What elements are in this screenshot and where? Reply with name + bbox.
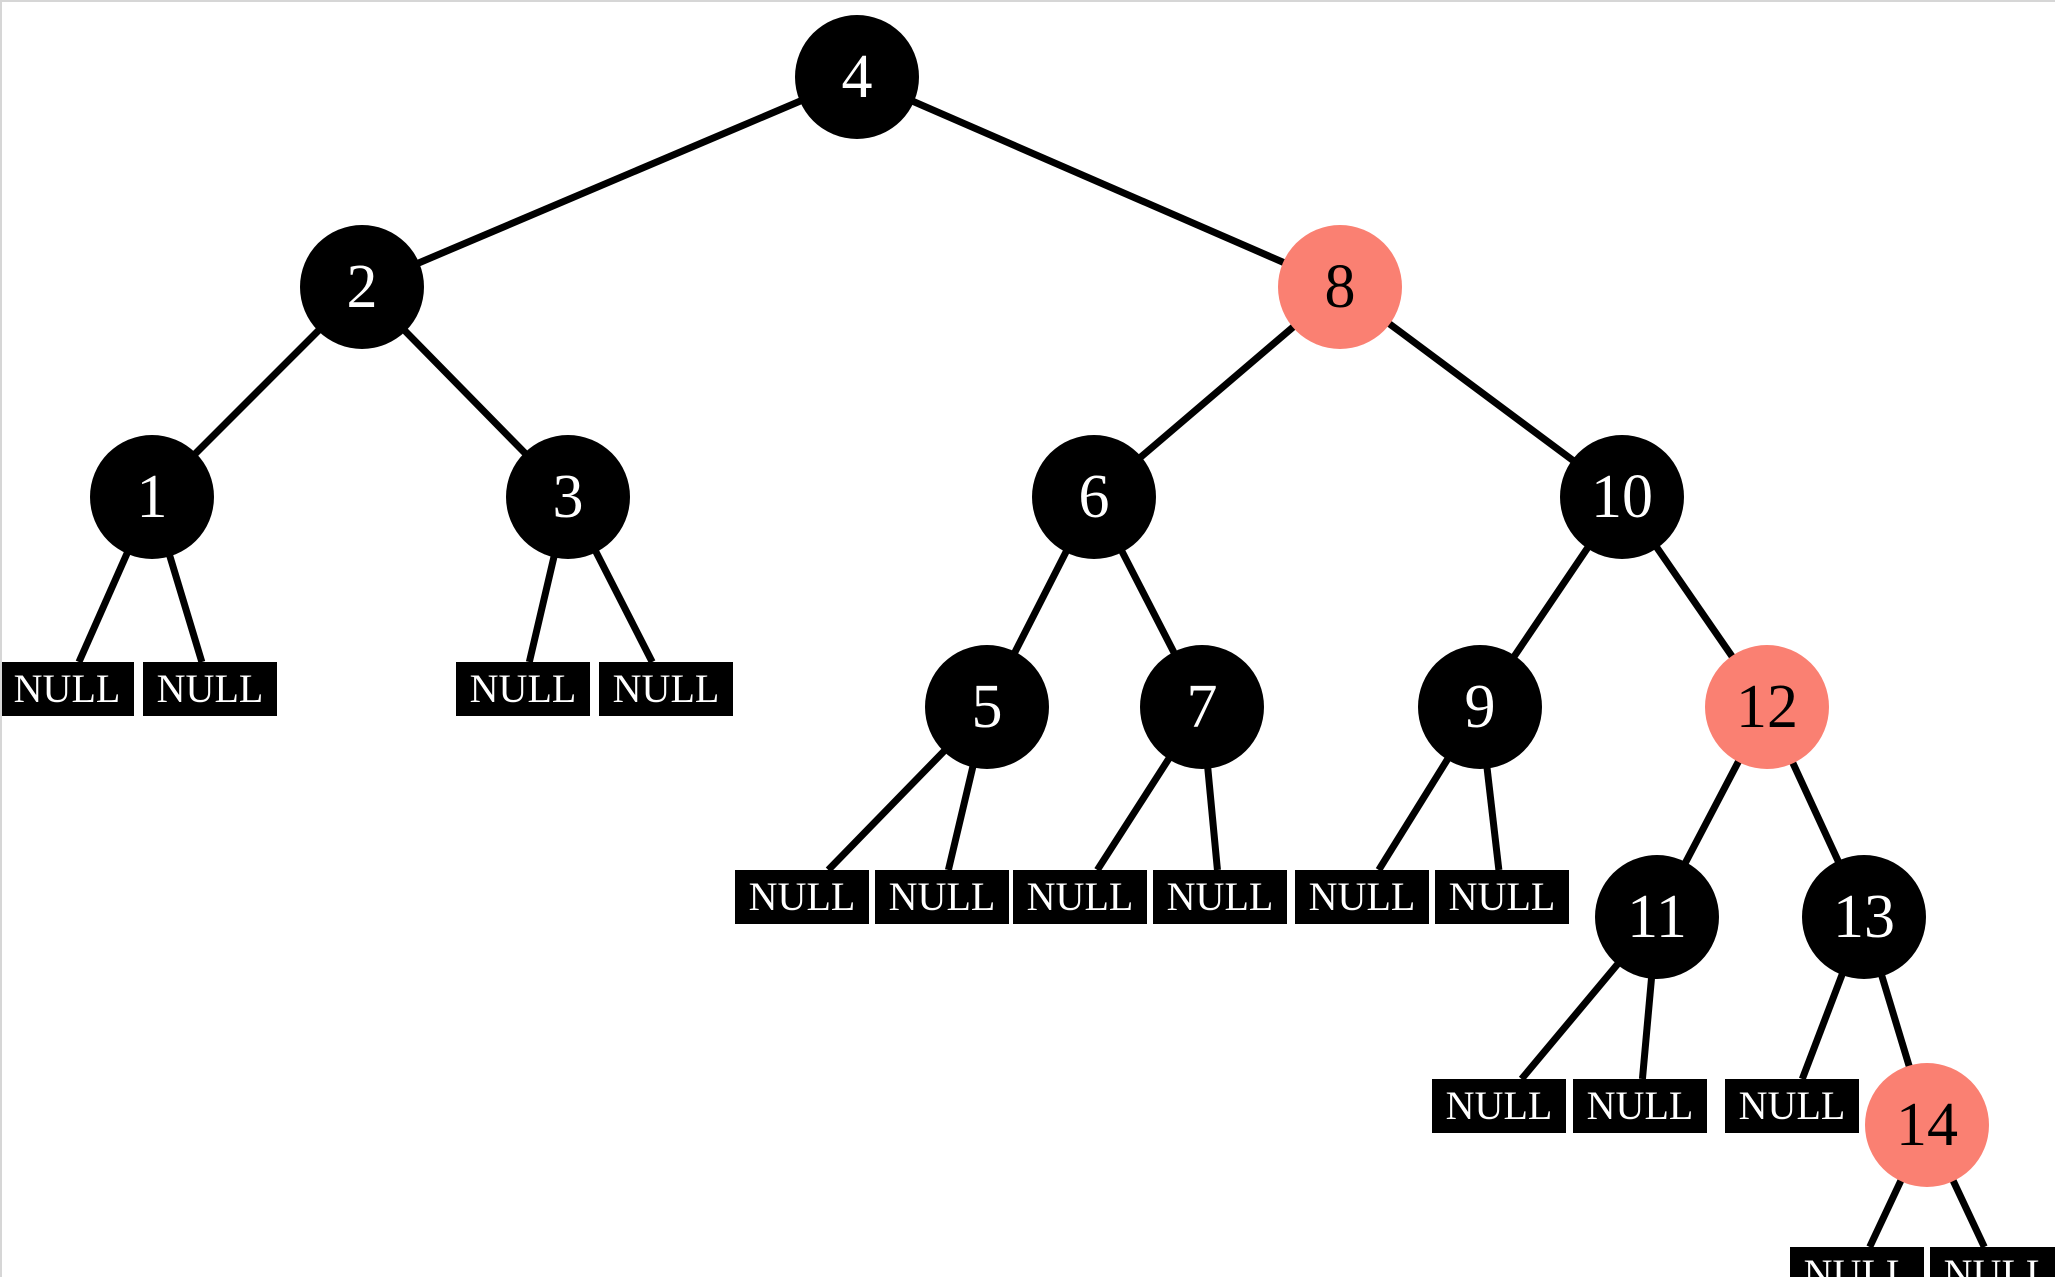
tree-edge xyxy=(1135,321,1299,463)
nil-leaf: NULL xyxy=(1013,870,1147,924)
nil-leaf-label: NULL xyxy=(1026,874,1134,919)
nil-leaf: NULL xyxy=(735,870,869,924)
tree-node-3[interactable]: 3 xyxy=(506,435,630,559)
tree-node-label: 5 xyxy=(971,673,1003,741)
nil-leaf-label: NULL xyxy=(748,874,856,919)
nil-leaf: NULL xyxy=(1573,1079,1707,1133)
tree-edge xyxy=(1877,971,1914,1071)
tree-node-14[interactable]: 14 xyxy=(1865,1063,1989,1187)
nil-leaf-label: NULL xyxy=(1803,1251,1911,1277)
tree-node-label: 9 xyxy=(1464,673,1496,741)
tree-node-7[interactable]: 7 xyxy=(1140,645,1264,769)
nil-leaf-label: NULL xyxy=(888,874,996,919)
tree-edge xyxy=(1866,1176,1906,1249)
tree-node-13[interactable]: 13 xyxy=(1802,855,1926,979)
nil-leaf-label: NULL xyxy=(612,666,720,711)
tree-edge xyxy=(400,325,530,459)
tree-node-1[interactable]: 1 xyxy=(90,435,214,559)
tree-edge xyxy=(1117,546,1179,658)
nil-leaf-label: NULL xyxy=(1943,1251,2051,1277)
tree-node-12[interactable]: 12 xyxy=(1705,645,1829,769)
tree-node-label: 7 xyxy=(1186,673,1218,741)
tree-node-label: 13 xyxy=(1833,883,1895,951)
tree-edge xyxy=(1788,758,1843,866)
nil-leaf: NULL xyxy=(143,662,277,716)
nil-leaf-label: NULL xyxy=(1448,874,1556,919)
tree-node-11[interactable]: 11 xyxy=(1595,855,1719,979)
tree-edge xyxy=(75,548,132,664)
tree-edge xyxy=(414,96,805,268)
tree-edge xyxy=(1375,754,1453,872)
nil-leaf: NULL xyxy=(1295,870,1429,924)
tree-edge xyxy=(944,762,978,871)
tree-node-label: 14 xyxy=(1896,1091,1958,1159)
nil-leaf: NULL xyxy=(2,662,134,716)
tree-node-10[interactable]: 10 xyxy=(1560,435,1684,559)
tree-edge xyxy=(825,746,950,873)
tree-node-5[interactable]: 5 xyxy=(925,645,1049,769)
tree-edge xyxy=(190,325,324,459)
nil-leaf-label: NULL xyxy=(1586,1083,1694,1128)
tree-edge xyxy=(591,547,656,664)
tree-node-2[interactable]: 2 xyxy=(300,225,424,349)
nil-leaf: NULL xyxy=(1790,1247,1924,1277)
tree-edge xyxy=(525,552,559,663)
tree-edge xyxy=(1518,959,1623,1082)
nil-leaf: NULL xyxy=(875,870,1009,924)
tree-node-label: 10 xyxy=(1591,463,1653,531)
tree-edge xyxy=(1948,1176,1988,1249)
nil-leaf-label: NULL xyxy=(156,666,264,711)
nil-leaf-label: NULL xyxy=(1738,1083,1846,1128)
tree-edge xyxy=(165,551,206,664)
tree-edge xyxy=(1483,764,1503,871)
tree-node-9[interactable]: 9 xyxy=(1418,645,1542,769)
tree-edge xyxy=(1652,542,1737,662)
nil-leaf: NULL xyxy=(1725,1079,1859,1133)
nil-leaf-label: NULL xyxy=(13,666,121,711)
tree-node-4[interactable]: 4 xyxy=(795,15,919,139)
tree-node-label: 4 xyxy=(841,43,873,111)
tree-edge xyxy=(1638,974,1656,1080)
tree-node-label: 8 xyxy=(1324,253,1356,321)
nil-leaf: NULL xyxy=(1435,870,1569,924)
tree-node-8[interactable]: 8 xyxy=(1278,225,1402,349)
tree-node-label: 2 xyxy=(346,253,378,321)
nil-leaf: NULL xyxy=(1153,870,1287,924)
nil-leaf-label: NULL xyxy=(469,666,577,711)
tree-edge xyxy=(1680,756,1744,868)
nil-leaf: NULL xyxy=(599,662,733,716)
tree-node-label: 6 xyxy=(1078,463,1110,531)
tree-edge xyxy=(1384,318,1578,466)
tree-node-label: 11 xyxy=(1627,883,1687,951)
tree-node-label: 1 xyxy=(136,463,168,531)
tree-edge xyxy=(908,96,1289,268)
tree-edge xyxy=(1203,764,1221,871)
nil-leaf: NULL xyxy=(1432,1079,1566,1133)
tree-edge xyxy=(1094,753,1174,872)
nil-leaf-label: NULL xyxy=(1445,1083,1553,1128)
tree-edge xyxy=(1509,543,1593,661)
tree-node-label: 12 xyxy=(1736,673,1798,741)
tree-node-6[interactable]: 6 xyxy=(1032,435,1156,559)
nil-leaf: NULL xyxy=(456,662,590,716)
tree-edge xyxy=(1010,547,1071,657)
nil-leaf-label: NULL xyxy=(1308,874,1416,919)
tree-node-label: 3 xyxy=(552,463,584,531)
tree-edge xyxy=(1799,969,1847,1081)
nil-leaf-label: NULL xyxy=(1166,874,1274,919)
nil-leaf: NULL xyxy=(1930,1247,2055,1277)
